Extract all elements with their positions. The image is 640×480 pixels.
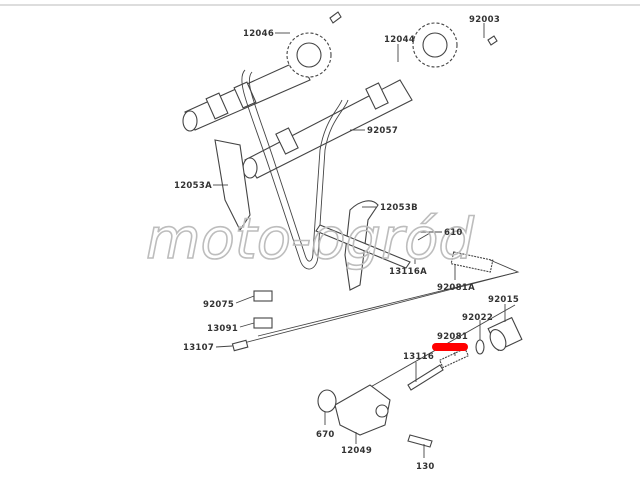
- o-ring-670: [317, 389, 337, 413]
- label-12053B: 12053B: [380, 203, 418, 213]
- bolt-top: [329, 11, 342, 24]
- label-12049: 12049: [341, 446, 372, 456]
- label-92003: 92003: [469, 15, 500, 25]
- highlight-92081: [432, 343, 468, 351]
- camshaft-intake: [242, 79, 413, 179]
- label-92075: 92075: [203, 300, 234, 310]
- part-13091: [253, 317, 273, 329]
- label-92015: 92015: [488, 295, 519, 305]
- cam-chain-92057: [241, 69, 349, 270]
- label-13091: 13091: [207, 324, 238, 334]
- chain-guide-12053A: [214, 139, 251, 232]
- bolt-13116A: [315, 224, 411, 269]
- label-13116: 13116: [403, 352, 434, 362]
- spring-92081: [438, 347, 470, 369]
- label-92081A: 92081A: [437, 283, 475, 293]
- tensioner-body-12049: [334, 384, 391, 436]
- cap-92015: [487, 316, 523, 352]
- label-92081: 92081: [437, 332, 468, 342]
- pin-13107: [231, 339, 249, 352]
- label-12046: 12046: [243, 29, 274, 39]
- label-92057: 92057: [367, 126, 398, 136]
- label-13116A: 13116A: [389, 267, 427, 277]
- part-92075: [253, 290, 273, 302]
- label-670: 670: [316, 430, 335, 440]
- label-92022: 92022: [462, 313, 493, 323]
- spring-92081A: [450, 251, 494, 273]
- bolt-130: [407, 434, 433, 448]
- sprocket-12046: [286, 32, 332, 78]
- label-610: 610: [444, 228, 463, 238]
- watermark: moto-ogród: [146, 207, 474, 272]
- sprocket-12044: [412, 22, 458, 68]
- label-12053A: 12053A: [174, 181, 212, 191]
- label-12044: 12044: [384, 35, 415, 45]
- camshaft-exhaust: [182, 59, 311, 132]
- washer-92022: [475, 339, 485, 355]
- label-130: 130: [416, 462, 435, 472]
- bolt-92003: [487, 35, 498, 46]
- rod-13116: [407, 364, 444, 391]
- label-13107: 13107: [183, 343, 214, 353]
